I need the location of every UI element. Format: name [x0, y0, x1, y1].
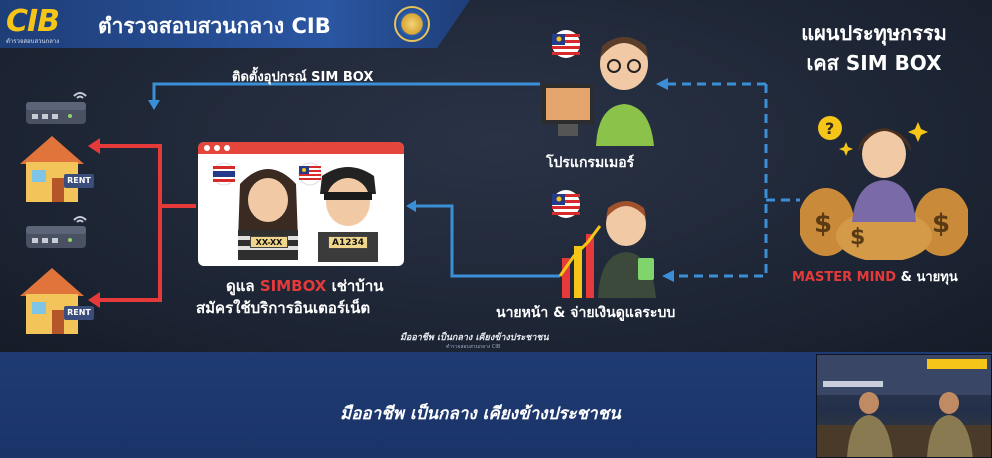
suspects-illustration [212, 162, 378, 262]
care-label-suffix: เช่าบ้าน [326, 277, 384, 295]
mastermind-to-broker-head [662, 270, 674, 282]
logo-text: CIB [6, 4, 60, 39]
cib-logo: CIB ตำรวจสอบสวนกลาง [4, 4, 64, 45]
police-seal-icon [394, 6, 430, 42]
router-icon [26, 216, 87, 248]
mastermind-illustration: ? $ $ $ [800, 116, 968, 260]
card-title-bar [198, 142, 404, 154]
broker-to-card-arrow-head [406, 200, 416, 212]
install-arrow [152, 82, 540, 104]
broker-illustration [552, 190, 656, 298]
mastermind-label-red: MASTER MIND [792, 270, 897, 285]
flow-arrows [88, 78, 800, 308]
install-label: ติดตั้งอุปกรณ์ SIM BOX [232, 70, 374, 85]
care-label-line2: สมัครใช้บริการอินเตอร์เน็ต [196, 299, 371, 317]
plan-title-line2: เคส SIM BOX [806, 51, 942, 75]
rental-house-2: RENT [16, 262, 94, 336]
sparkle-icon [908, 122, 928, 142]
watermark-small: ตำรวจสอบสวนกลาง CIB [446, 344, 501, 350]
thai-flag-icon [212, 162, 236, 186]
header-bar [0, 0, 470, 48]
card-to-house2-arrow [98, 206, 162, 302]
malaysia-flag-icon [552, 190, 580, 218]
lower-slogan: มืออาชีพ เป็นกลาง เคียงข้างประชาชน [340, 404, 621, 424]
card-to-house2-arrow-head [88, 292, 100, 308]
video-inset[interactable] [816, 354, 992, 458]
dollar-icon: $ [814, 209, 832, 239]
card-to-house1-arrow-head [88, 138, 100, 154]
malaysia-flag-icon [298, 162, 322, 186]
house-icon [20, 268, 84, 334]
house-icon [20, 136, 84, 202]
mastermind-to-programmer-head [656, 78, 668, 90]
plate-2: A1234 [328, 236, 368, 249]
sparkle-icon [839, 142, 853, 156]
install-arrow-head [148, 100, 160, 110]
broker-label: นายหน้า & จ่ายเงินดูแลระบบ [496, 305, 676, 321]
header-title: ตำรวจสอบสวนกลาง CIB [98, 14, 331, 38]
rent-sign: RENT [64, 306, 94, 320]
video-inset-scene [817, 355, 991, 457]
plan-title: แผนประทุษกรรม เคส SIM BOX [776, 18, 972, 78]
dollar-icon: $ [850, 225, 865, 250]
card-to-house1-arrow [98, 144, 196, 208]
mastermind-dashed-line [670, 84, 768, 278]
question-icon: ? [825, 119, 834, 138]
programmer-illustration [542, 30, 654, 146]
suspects-card: XX-XX A1234 [198, 142, 404, 266]
presentation-slide: CIB ตำรวจสอบสวนกลาง ตำรวจสอบสวนกลาง CIB … [0, 0, 992, 352]
plan-title-line1: แผนประทุษกรรม [801, 21, 947, 45]
care-label-red: SIMBOX [259, 277, 327, 295]
router-icon [26, 92, 87, 124]
rent-sign: RENT [64, 174, 94, 188]
programmer-label: โปรแกรมเมอร์ [546, 155, 635, 171]
logo-subtext: ตำรวจสอบสวนกลาง [6, 38, 60, 45]
mastermind-label-rest: & นายทุน [896, 270, 958, 285]
plate-1: XX-XX [250, 236, 288, 248]
broker-to-card-arrow [412, 204, 560, 278]
watermark-slogan: มืออาชีพ เป็นกลาง เคียงข้างประชาชน [400, 333, 549, 343]
care-label: ดูแล SIMBOX เช่าบ้าน [226, 274, 384, 298]
malaysia-flag-icon [552, 30, 580, 58]
dollar-icon: $ [932, 209, 950, 239]
care-label-prefix: ดูแล [226, 277, 260, 295]
mastermind-label: MASTER MIND & นายทุน [792, 266, 958, 287]
rental-house-1: RENT [16, 130, 94, 204]
